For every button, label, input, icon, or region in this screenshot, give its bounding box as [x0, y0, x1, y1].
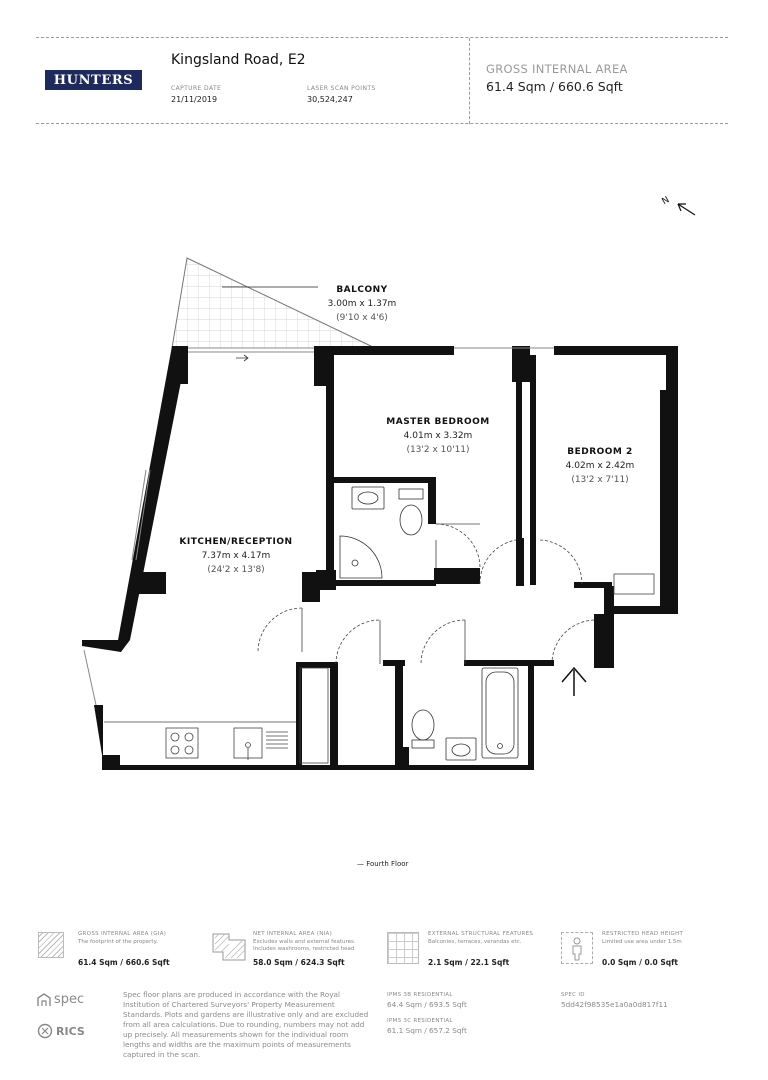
toilet-icon	[411, 709, 435, 741]
property-title: Kingsland Road, E2	[171, 52, 306, 68]
ensuite-fixtures	[339, 486, 424, 579]
svg-text:(13'2 x 7'11): (13'2 x 7'11)	[571, 475, 628, 485]
room-label-balcony: BALCONY 3.00m x 1.37m (9'10 x 4'6)	[328, 285, 397, 323]
svg-text:3.00m x 1.37m: 3.00m x 1.37m	[328, 299, 397, 309]
fridge-unit	[299, 667, 329, 764]
svg-text:(13'2 x 10'11): (13'2 x 10'11)	[406, 445, 469, 455]
basin-icon	[351, 486, 385, 510]
ipms3b-value: 64.4 Sqm / 693.5 Sqft	[387, 1000, 467, 1009]
north-label: N	[661, 195, 672, 207]
toilet-cistern-icon	[411, 739, 435, 749]
disclaimer: Spec floor plans are produced in accorda…	[123, 990, 369, 1059]
spec-icon	[37, 992, 51, 1006]
legend-gia-desc: The footprint of the property.	[78, 939, 158, 945]
ipms3b-label: IPMS 3B RESIDENTIAL	[387, 992, 453, 998]
hatch-icon	[38, 932, 64, 958]
legend-restricted-title: RESTRICTED HEAD HEIGHT	[602, 931, 684, 937]
svg-text:BEDROOM 2: BEDROOM 2	[567, 447, 633, 457]
svg-text:4.02m x 2.42m: 4.02m x 2.42m	[566, 461, 635, 471]
legend-gia-value: 61.4 Sqm / 660.6 Sqft	[78, 958, 170, 967]
bathroom-fixtures	[411, 667, 519, 761]
svg-text:MASTER BEDROOM: MASTER BEDROOM	[386, 417, 489, 427]
svg-text:7.37m x 4.17m: 7.37m x 4.17m	[202, 551, 271, 561]
toilet-cistern-icon	[398, 488, 424, 500]
rics-icon	[37, 1023, 53, 1039]
nia-hatch-icon	[211, 932, 246, 961]
room-label-bedroom-2: BEDROOM 2 4.02m x 2.42m (13'2 x 7'11)	[566, 447, 635, 485]
legend-gia-title: GROSS INTERNAL AREA (GIA)	[78, 931, 167, 937]
walls	[82, 346, 678, 770]
room-label-kitchen-reception: KITCHEN/RECEPTION 7.37m x 4.17m (24'2 x …	[179, 537, 292, 575]
gia-header-value: 61.4 Sqm / 660.6 Sqft	[486, 79, 623, 94]
header-top-divider	[36, 37, 728, 38]
spec-id-value: 5dd42f98535e1a0a0d817f11	[561, 1000, 668, 1009]
legend-nia-desc-2: Includes washrooms, restricted head	[253, 946, 355, 952]
header-bottom-divider	[36, 123, 728, 124]
legend-restricted-value: 0.0 Sqm / 0.0 Sqft	[602, 958, 678, 967]
legend-nia-title: NET INTERNAL AREA (NIA)	[253, 931, 333, 937]
svg-text:4.01m x 3.32m: 4.01m x 3.32m	[404, 431, 473, 441]
gia-header-label: GROSS INTERNAL AREA	[486, 62, 628, 76]
hunters-logo: HUNTERS	[45, 70, 142, 90]
door-swings	[257, 523, 595, 665]
rics-logo: RICS	[37, 1023, 85, 1039]
grid-icon	[387, 932, 419, 964]
north-arrow-icon: N	[661, 195, 696, 216]
door-leaves	[301, 523, 480, 664]
legend-external-title: EXTERNAL STRUCTURAL FEATURES	[428, 931, 534, 937]
header-vertical-divider	[469, 38, 470, 124]
ipms3c-value: 61.1 Sqm / 657.2 Sqft	[387, 1026, 467, 1035]
ipms3c-label: IPMS 3C RESIDENTIAL	[387, 1018, 453, 1024]
floor-label: — Fourth Floor	[357, 860, 409, 868]
entrance-arrow-icon	[561, 666, 587, 696]
scan-points-label: LASER SCAN POINTS	[307, 85, 376, 92]
scan-points: 30,524,247	[307, 95, 353, 104]
basin-icon	[445, 737, 477, 761]
svg-text:(24'2 x 13'8): (24'2 x 13'8)	[207, 565, 264, 575]
storage-cupboard	[613, 573, 655, 595]
room-label-master-bedroom: MASTER BEDROOM 4.01m x 3.32m (13'2 x 10'…	[386, 417, 489, 455]
svg-text:KITCHEN/RECEPTION: KITCHEN/RECEPTION	[179, 537, 292, 547]
spec-id-label: SPEC ID	[561, 992, 585, 998]
capture-date-label: CAPTURE DATE	[171, 85, 222, 92]
toilet-icon	[399, 504, 423, 536]
kitchen-units	[104, 573, 655, 764]
legend-nia-desc-1: Excludes walls and external features.	[253, 939, 356, 945]
svg-text:BALCONY: BALCONY	[336, 285, 387, 295]
svg-text:(9'10 x 4'6): (9'10 x 4'6)	[336, 313, 388, 323]
legend-nia-value: 58.0 Sqm / 624.3 Sqft	[253, 958, 345, 967]
bath-icon	[481, 667, 519, 759]
hob-icon	[165, 727, 199, 759]
legend-restricted-desc: Limited use area under 1.5m	[602, 939, 682, 945]
windows	[83, 347, 554, 706]
person-icon	[561, 932, 593, 964]
spec-logo: spec	[37, 992, 84, 1007]
legend-external-value: 2.1 Sqm / 22.1 Sqft	[428, 958, 510, 967]
legend-external-desc: Balconies, terraces, verandas etc.	[428, 939, 522, 945]
capture-date: 21/11/2019	[171, 95, 218, 104]
sliding-door-arrow-icon	[236, 354, 249, 362]
shower-icon	[339, 535, 383, 579]
